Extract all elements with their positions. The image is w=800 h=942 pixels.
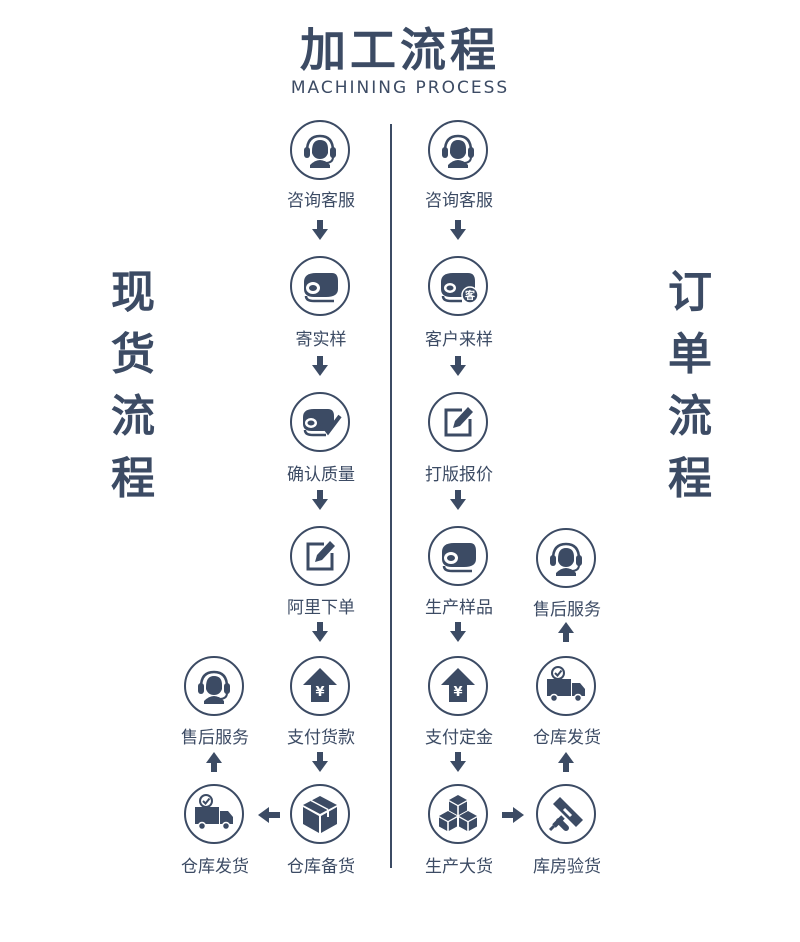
page-subtitle: MACHINING PROCESS [290,78,510,98]
center-divider [390,124,392,868]
fabric-client-icon [430,258,486,314]
left-node-sample [290,256,350,316]
right-node-produce-sample [428,526,488,586]
truck-icon [538,658,594,714]
arrow-up-icon [558,752,574,772]
headset-icon [292,122,348,178]
left-node-consult [290,120,350,180]
arrow-up-icon [558,622,574,642]
right-node-aftersale [536,528,596,588]
flashlight-icon [538,786,594,842]
left-node-stock [290,784,350,844]
left-label-ship: 仓库发货 [181,857,249,877]
fabric-roll-icon [292,258,348,314]
left-title-char: 货 [111,329,155,380]
left-label-quality: 确认质量 [287,465,355,485]
arrow-right-icon [502,807,524,823]
edit-icon [292,528,348,584]
edit-icon [430,394,486,450]
right-label-ship: 仓库发货 [533,728,601,748]
box-icon [292,786,348,842]
left-label-sample: 寄实样 [295,330,347,350]
left-label-stock: 仓库备货 [287,857,355,877]
right-node-mass-production [428,784,488,844]
arrow-left-icon [258,807,280,823]
arrow-down-icon [312,622,328,642]
right-node-inspection [536,784,596,844]
right-node-client-sample [428,256,488,316]
right-label-inspection: 库房验货 [533,857,601,877]
arrow-down-icon [450,220,466,240]
left-label-payment: 支付货款 [287,728,355,748]
right-label-deposit: 支付定金 [425,728,493,748]
arrow-down-icon [450,622,466,642]
arrow-down-icon [450,356,466,376]
arrow-down-icon [312,220,328,240]
right-label-aftersale: 售后服务 [533,600,601,620]
right-label-mass-production: 生产大货 [425,857,493,877]
right-node-quote [428,392,488,452]
left-title-char: 现 [111,267,155,318]
left-node-payment [290,656,350,716]
left-node-quality [290,392,350,452]
boxes-icon [430,786,486,842]
right-title-char: 流 [668,391,712,442]
yen-upload-icon [292,658,348,714]
right-label-client-sample: 客户来样 [425,330,493,350]
left-node-aftersale [184,656,244,716]
right-node-ship [536,656,596,716]
yen-upload-icon [430,658,486,714]
fabric-roll-icon [430,528,486,584]
left-label-aftersale: 售后服务 [181,728,249,748]
right-title-char: 订 [668,267,712,318]
fabric-check-icon [292,394,348,450]
right-label-quote: 打版报价 [425,465,493,485]
headset-icon [538,530,594,586]
arrow-down-icon [312,490,328,510]
arrow-down-icon [312,752,328,772]
left-node-ship [184,784,244,844]
right-label-produce-sample: 生产样品 [425,598,493,618]
left-label-order: 阿里下单 [287,598,355,618]
left-title-char: 程 [111,453,155,504]
left-node-order [290,526,350,586]
right-node-consult [428,120,488,180]
right-title-char: 单 [668,329,712,380]
right-node-deposit [428,656,488,716]
left-vertical-title: 现 货 流 程 [103,262,163,510]
left-label-consult: 咨询客服 [287,191,355,211]
arrow-down-icon [312,356,328,376]
headset-icon [430,122,486,178]
headset-icon [186,658,242,714]
right-title-char: 程 [668,453,712,504]
truck-icon [186,786,242,842]
right-label-consult: 咨询客服 [425,191,493,211]
right-vertical-title: 订 单 流 程 [660,262,720,510]
page-title: 加工流程 [300,23,500,77]
arrow-down-icon [450,752,466,772]
arrow-down-icon [450,490,466,510]
left-title-char: 流 [111,391,155,442]
arrow-up-icon [206,752,222,772]
